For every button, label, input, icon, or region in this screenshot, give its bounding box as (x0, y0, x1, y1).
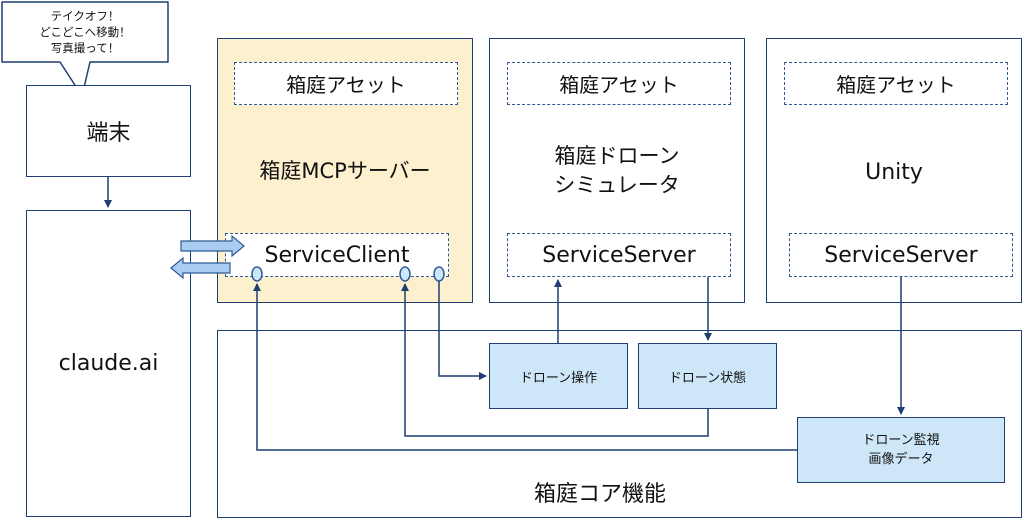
mcp-service-client-label: ServiceClient (264, 242, 410, 268)
drone-sim-service-server-box: ServiceServer (507, 233, 731, 277)
unity-asset-label: 箱庭アセット (836, 73, 956, 97)
drone-sim-asset-label: 箱庭アセット (559, 73, 679, 97)
unity-service-server-label: ServiceServer (824, 242, 978, 268)
drone-sim-title: 箱庭ドローン シミュレータ (554, 143, 680, 197)
unity-title: Unity (865, 159, 923, 185)
mcp-service-client-box: ServiceClient (225, 233, 449, 277)
mcp-asset-label-box: 箱庭アセット (234, 62, 458, 105)
unity-service-server-box: ServiceServer (789, 233, 1013, 277)
drone-control-service: ドローン操作 (489, 343, 628, 409)
speech-bubble-text: テイクオフ！ どこどこへ移動！ 写真撮って！ (39, 8, 131, 56)
drone-state-service: ドローン状態 (638, 343, 777, 409)
drone-sim-asset-label-box: 箱庭アセット (507, 62, 731, 105)
mcp-server-title: 箱庭MCPサーバー (259, 159, 431, 183)
drone-monitor-service: ドローン監視 画像データ (797, 417, 1005, 483)
terminal-label: 端末 (86, 121, 131, 146)
core-title: 箱庭コア機能 (533, 482, 666, 507)
mcp-asset-label: 箱庭アセット (286, 73, 406, 97)
unity-asset-label-box: 箱庭アセット (784, 62, 1008, 105)
claude-ai-label: claude.ai (58, 351, 159, 376)
terminal-box: 端末 (26, 85, 191, 177)
drone-control-label: ドローン操作 (519, 370, 598, 386)
drone-sim-service-server-label: ServiceServer (542, 242, 696, 268)
claude-ai-box: claude.ai (26, 210, 191, 517)
drone-state-label: ドローン状態 (668, 370, 747, 386)
